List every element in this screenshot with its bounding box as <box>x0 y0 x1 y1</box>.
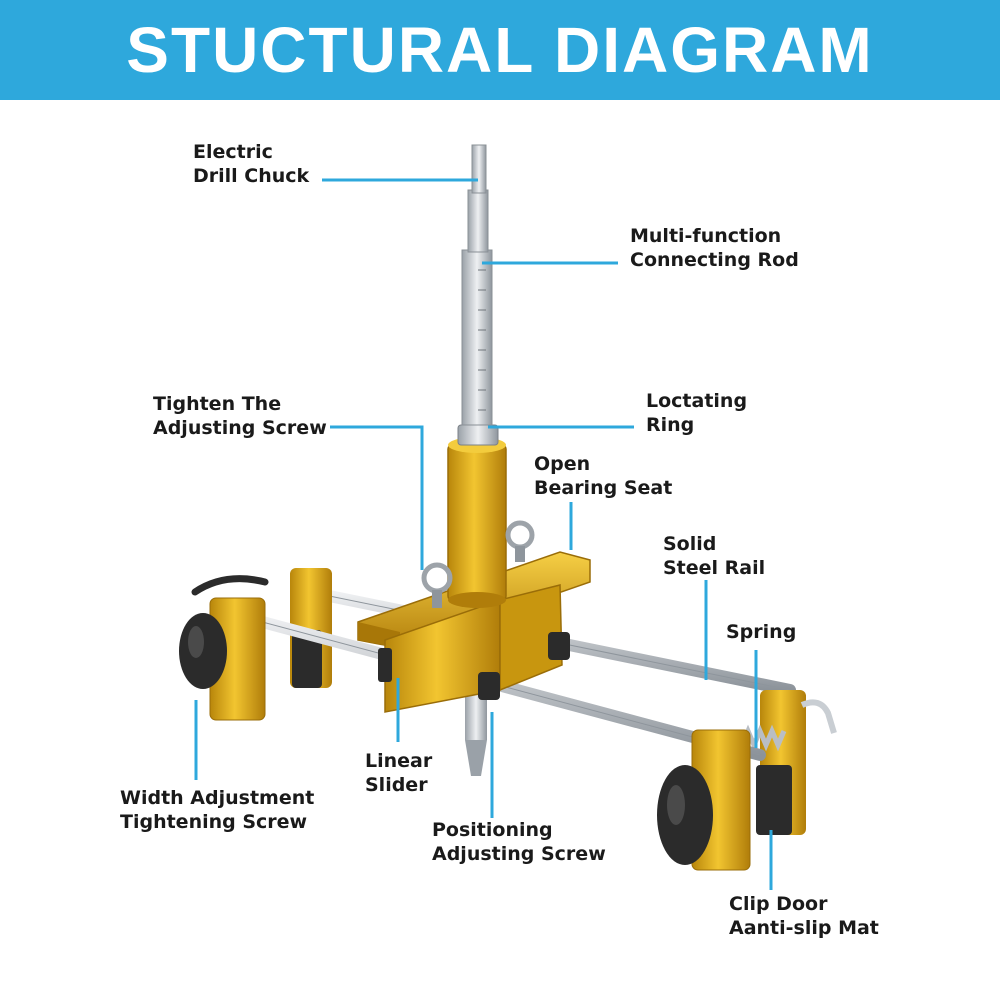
label-tighten-adjusting-screw: Tighten The Adjusting Screw <box>153 393 327 439</box>
front-left-clamp <box>179 575 269 721</box>
label-locating-ring: Loctating Ring <box>646 390 748 436</box>
drill-bit <box>465 690 487 776</box>
label-open-bearing-seat: Open Bearing Seat <box>534 453 673 499</box>
label-clip-door-mat: Clip Door Aanti-slip Mat <box>729 893 879 939</box>
label-electric-drill-chuck: Electric Drill Chuck <box>193 141 310 187</box>
label-connecting-rod: Multi-function Connecting Rod <box>630 225 799 271</box>
label-width-adjustment-screw: Width Adjustment Tightening Screw <box>120 787 315 833</box>
page-title: STUCTURAL DIAGRAM <box>126 14 874 86</box>
adjusting-eye-bolts <box>421 520 535 608</box>
connecting-rod <box>461 144 493 426</box>
leader-tighten-screw <box>330 425 424 570</box>
linear-slider-block <box>378 584 570 713</box>
label-linear-slider: Linear Slider <box>365 750 433 796</box>
header-banner: STUCTURAL DIAGRAM <box>0 0 1000 100</box>
label-spring: Spring <box>726 621 797 643</box>
front-right-clamp <box>657 729 751 871</box>
label-solid-steel-rail: Solid Steel Rail <box>663 533 766 579</box>
back-left-clamp <box>290 568 332 688</box>
label-positioning-adjusting-screw: Positioning Adjusting Screw <box>432 819 606 865</box>
